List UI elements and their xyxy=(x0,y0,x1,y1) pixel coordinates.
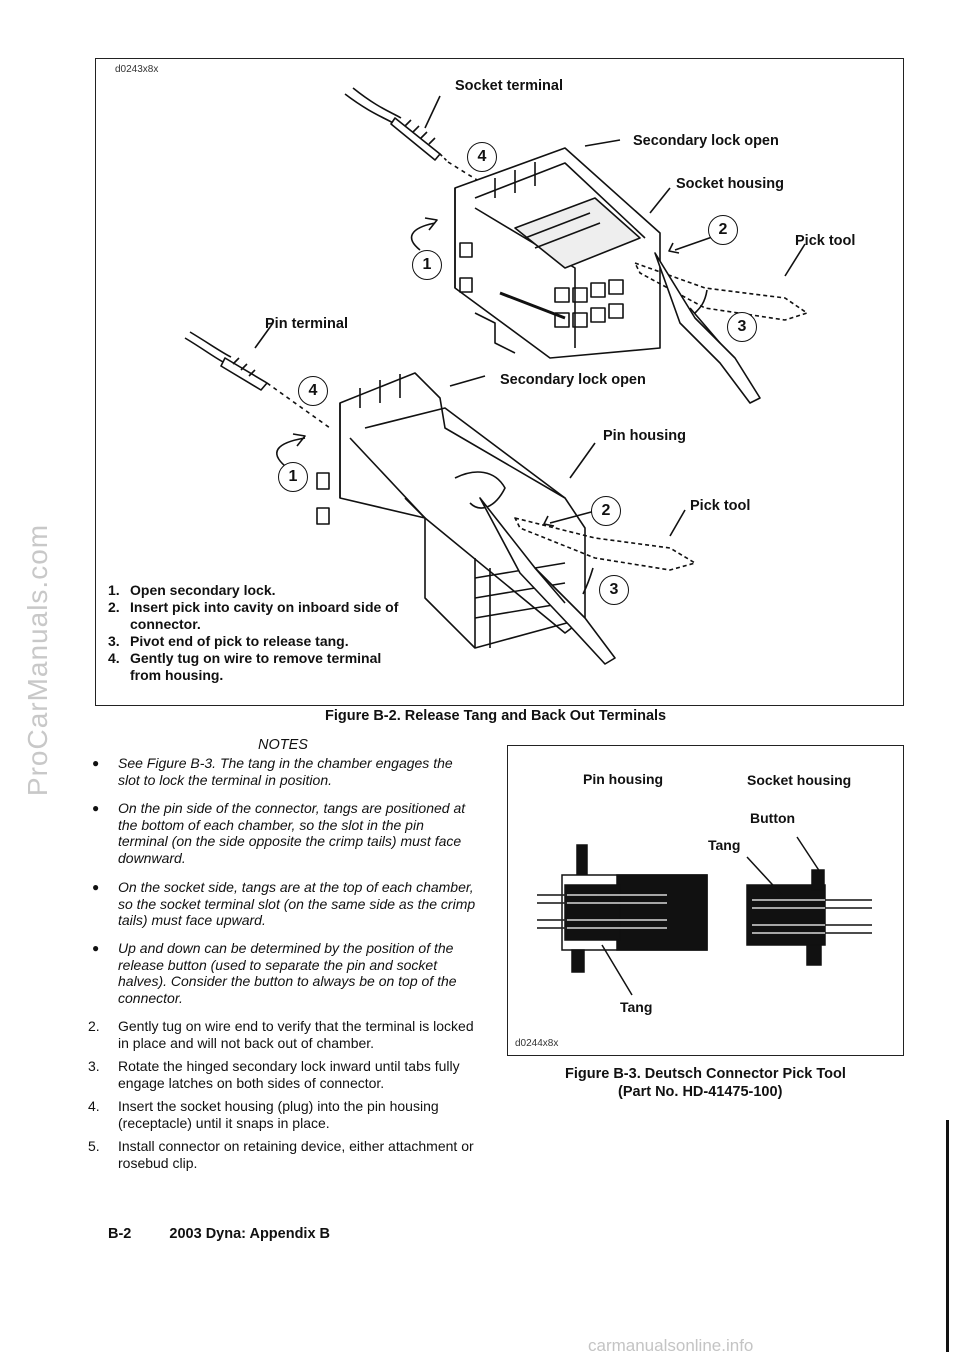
note-bullet: ● On the socket side, tangs are at the t… xyxy=(92,879,476,928)
callout-2-top: 2 xyxy=(708,215,738,245)
figure-step: 1.Open secondary lock. xyxy=(108,582,276,598)
callout-3-top: 3 xyxy=(727,312,757,342)
label-secondary-lock-open-bottom: Secondary lock open xyxy=(500,372,646,388)
figure-b2-steps: 1.Open secondary lock. 2.Insert pick int… xyxy=(108,582,408,684)
label-pick-tool-top: Pick tool xyxy=(795,233,856,249)
procedure-step: 3. Rotate the hinged secondary lock inwa… xyxy=(88,1058,460,1091)
procedure-step: 4. Insert the socket housing (plug) into… xyxy=(88,1098,439,1131)
figure-b3-frame xyxy=(507,745,904,1056)
label-socket-housing: Socket housing xyxy=(676,176,784,192)
callout-1-top: 1 xyxy=(412,250,442,280)
bullet-icon: ● xyxy=(92,941,100,955)
label-socket-terminal: Socket terminal xyxy=(455,78,563,94)
label-fig3-tang-top: Tang xyxy=(708,837,741,853)
figure-b2-id: d0243x8x xyxy=(115,64,159,75)
callout-1-bottom: 1 xyxy=(278,462,308,492)
label-secondary-lock-open-top: Secondary lock open xyxy=(633,133,779,149)
watermark-left: ProCarManuals.com xyxy=(18,460,58,860)
label-fig3-tang-bottom: Tang xyxy=(620,999,653,1015)
figure-b3-illustration xyxy=(537,836,872,996)
figure-b2-frame xyxy=(95,58,904,706)
manual-title: 2003 Dyna: Appendix B xyxy=(169,1226,331,1242)
procedure-step: 2. Gently tug on wire end to verify that… xyxy=(88,1018,474,1051)
page-footer: B-2 2003 Dyna: Appendix B xyxy=(108,1226,330,1242)
figure-step: 3.Pivot end of pick to release tang. xyxy=(108,633,349,649)
page-number: B-2 xyxy=(108,1226,132,1242)
callout-4-bottom: 4 xyxy=(298,376,328,406)
figure-b2-illustration xyxy=(184,87,808,665)
label-pick-tool-bottom: Pick tool xyxy=(690,498,751,514)
label-fig3-button: Button xyxy=(750,810,796,826)
bullet-icon: ● xyxy=(92,801,100,815)
figure-b2-caption: Figure B-2. Release Tang and Back Out Te… xyxy=(325,708,667,724)
note-bullet: ● Up and down can be determined by the p… xyxy=(92,940,457,1006)
bullet-icon: ● xyxy=(92,756,100,770)
figure-b3-caption-line1: Figure B-3. Deutsch Connector Pick Tool xyxy=(565,1066,846,1082)
label-fig3-pin-housing: Pin housing xyxy=(583,771,664,787)
notes-title: NOTES xyxy=(258,737,308,753)
figure-step: 4.Gently tug on wire to remove terminal … xyxy=(108,650,382,683)
label-fig3-socket-housing: Socket housing xyxy=(747,772,852,788)
watermark-bottom: carmanualsonline.info xyxy=(588,1336,754,1355)
note-bullet: ● See Figure B-3. The tang in the chambe… xyxy=(92,755,453,788)
watermark-left-text: ProCarManuals.com xyxy=(22,523,53,797)
label-pin-housing: Pin housing xyxy=(603,428,686,444)
callout-4-top: 4 xyxy=(467,142,497,172)
bullet-icon: ● xyxy=(92,880,100,894)
figure-b3-caption-line2: (Part No. HD-41475-100) xyxy=(618,1084,783,1100)
callout-2-bottom: 2 xyxy=(591,496,621,526)
callout-3-bottom: 3 xyxy=(599,575,629,605)
note-bullet: ● On the pin side of the connector, tang… xyxy=(92,800,466,866)
figure-b3-id: d0244x8x xyxy=(515,1038,559,1049)
procedure-step: 5. Install connector on retaining device… xyxy=(88,1138,474,1171)
right-margin-rule xyxy=(946,1120,949,1352)
figure-step: 2.Insert pick into cavity on inboard sid… xyxy=(108,599,399,632)
label-pin-terminal: Pin terminal xyxy=(265,316,348,332)
